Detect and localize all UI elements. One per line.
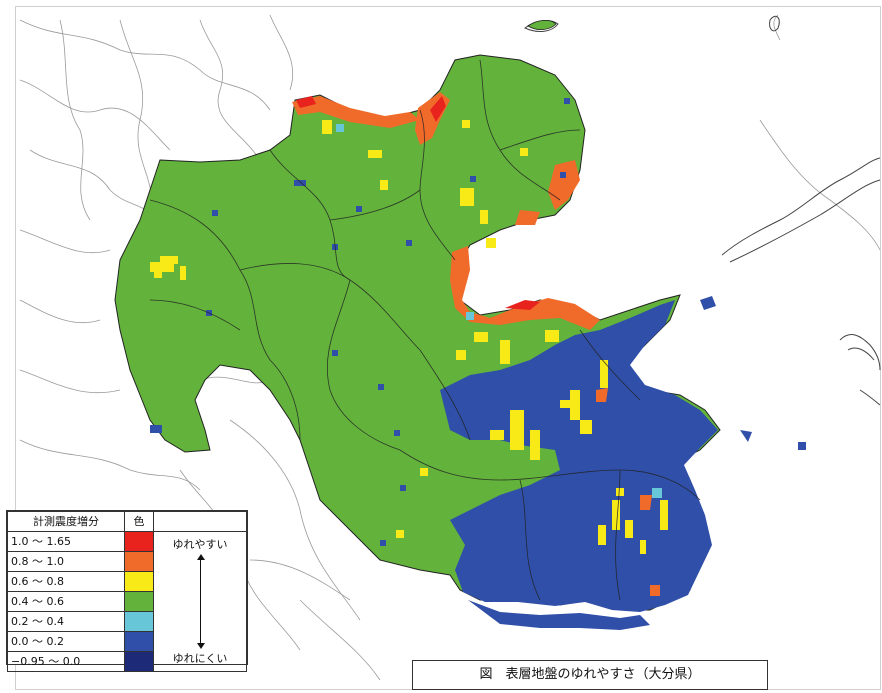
legend-row: −0.95 〜 0.0 — [7, 651, 247, 672]
legend-header-note — [153, 511, 247, 532]
legend-range-label: 0.2 〜 0.4 — [7, 611, 125, 632]
legend-table: 計測震度増分 色 1.0 〜 1.65 ゆれやすい — [7, 511, 247, 672]
green-islands — [527, 20, 557, 30]
legend-note-bottom: ゆれにくい — [172, 652, 228, 665]
municipal-boundaries — [149, 59, 701, 601]
legend-range-label: 0.4 〜 0.6 — [7, 591, 125, 612]
legend-range-label: 1.0 〜 1.65 — [7, 531, 125, 552]
double-arrow-icon — [197, 554, 205, 649]
legend-swatch — [124, 631, 154, 652]
low-mid-susceptibility-areas — [336, 124, 662, 498]
legend-swatch — [124, 651, 154, 672]
legend-range-label: −0.95 〜 0.0 — [7, 651, 125, 672]
legend-header-color: 色 — [124, 511, 154, 532]
legend-row: 0.2 〜 0.4 — [7, 611, 247, 632]
mid-high-susceptibility-areas — [150, 120, 668, 554]
legend-swatch — [124, 531, 154, 552]
map-caption: 図 表層地盤のゆれやすさ（大分県） — [412, 660, 768, 690]
low-susceptibility-region — [150, 296, 806, 630]
legend-range-label: 0.0 〜 0.2 — [7, 631, 125, 652]
legend-swatch — [124, 571, 154, 592]
legend: 計測震度増分 色 1.0 〜 1.65 ゆれやすい — [6, 510, 248, 672]
legend-row: 0.6 〜 0.8 — [7, 571, 247, 592]
legend-range-label: 0.8 〜 1.0 — [7, 551, 125, 572]
legend-row: 1.0 〜 1.65 ゆれやすい ゆれにくい — [7, 531, 247, 672]
legend-row: 0.0 〜 0.2 — [7, 631, 247, 652]
legend-note-top: ゆれやすい — [172, 538, 228, 551]
legend-note: ゆれやすい ゆれにくい — [153, 531, 247, 672]
legend-header-range: 計測震度増分 — [7, 511, 125, 532]
legend-range-label: 0.6 〜 0.8 — [7, 571, 125, 592]
legend-swatch — [124, 611, 154, 632]
legend-swatch — [124, 591, 154, 612]
legend-swatch — [124, 551, 154, 572]
